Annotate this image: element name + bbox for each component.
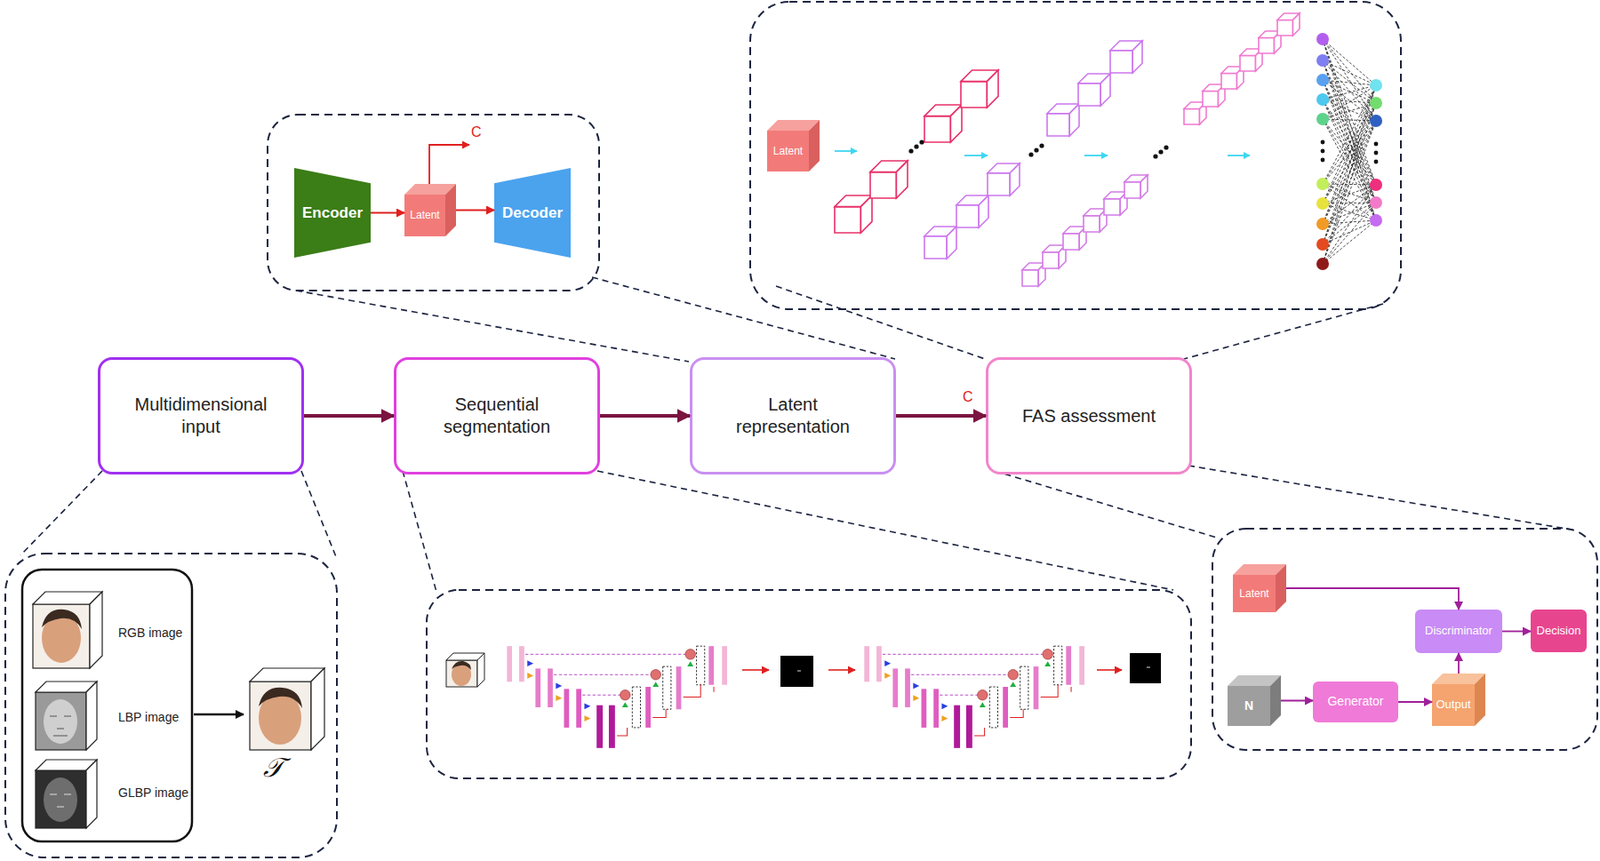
- network-links: [1322, 39, 1376, 264]
- connector: [1398, 701, 1432, 704]
- node-text: Decoder: [502, 203, 563, 223]
- callout-frame: [1212, 528, 1598, 751]
- cube-chain: [834, 70, 999, 233]
- glbp-image: [35, 760, 97, 829]
- node-text: Output: [1435, 697, 1471, 712]
- callout-frame: [5, 1, 1598, 858]
- connector: [1286, 588, 1459, 610]
- edge-label: C: [962, 389, 974, 406]
- rgb-image: [32, 592, 103, 669]
- connector: [1280, 700, 1313, 703]
- encoder-block: Encoder: [294, 168, 371, 258]
- tensor-cube: [249, 668, 325, 751]
- fusion-arrow: [193, 713, 244, 717]
- cube-chain: [1022, 175, 1148, 287]
- flow-arrow: [834, 151, 1250, 156]
- node-text: Decision: [1536, 624, 1582, 639]
- connector: [456, 209, 495, 212]
- node-text: Generator: [1327, 694, 1384, 711]
- unet-model: [506, 646, 728, 749]
- node-text: Discriminator: [1424, 624, 1493, 639]
- node-text: Latent: [1239, 587, 1269, 601]
- tensor-symbol: 𝒯: [263, 752, 284, 784]
- image-label: LBP image: [118, 710, 179, 725]
- decoder-block: Decoder: [494, 168, 571, 258]
- node-text: Latent: [409, 208, 440, 223]
- output-arrow: [429, 144, 470, 184]
- cube-chain: [924, 40, 1143, 259]
- decision-block: Decision: [1530, 609, 1587, 653]
- lbp-image: [35, 681, 97, 751]
- connector: [600, 414, 690, 418]
- latent-cube: Latent: [767, 120, 820, 172]
- process-box: Latent representation: [689, 357, 896, 475]
- node-text: Latent representation: [717, 393, 869, 439]
- connector: [304, 414, 394, 418]
- image-label: GLBP image: [118, 785, 189, 800]
- node-text: FAS assessment: [1022, 405, 1156, 428]
- ellipsis-dots: [908, 139, 1378, 164]
- network-neuron: [1316, 32, 1383, 271]
- process-box: Sequential segmentation: [393, 357, 600, 475]
- latent-cube: Latent: [404, 184, 456, 237]
- connector: [896, 414, 986, 418]
- callout-frame: [267, 114, 600, 291]
- connector: [1457, 653, 1460, 674]
- discriminator-block: Discriminator: [1415, 609, 1503, 654]
- callout-frame: [750, 1, 1401, 310]
- node-text: Sequential segmentation: [421, 393, 573, 439]
- node-text: Encoder: [302, 203, 363, 223]
- callout-frame: [426, 590, 1192, 779]
- process-box: FAS assessment: [985, 357, 1192, 475]
- noise-cube: N: [1227, 675, 1281, 727]
- flow-arrow: [742, 669, 1122, 672]
- latent-cube: Latent: [1232, 564, 1287, 613]
- image-label: RGB image: [118, 625, 183, 640]
- node-text: Latent: [773, 144, 803, 159]
- generator-block: Generator: [1312, 681, 1399, 723]
- input-group-frame: [22, 569, 192, 842]
- unet-model: [864, 646, 1085, 749]
- output-cube: Output: [1432, 673, 1486, 727]
- connector: [1502, 631, 1531, 633]
- leader-line: [20, 277, 1577, 592]
- output-label: C: [471, 124, 482, 141]
- node-text: Multidimensional input: [125, 393, 277, 439]
- cube-chain: [1184, 13, 1300, 125]
- node-text: N: [1244, 698, 1254, 715]
- input-face: [446, 653, 485, 688]
- process-box: Multidimensional input: [97, 357, 304, 475]
- callout-frame: [5, 553, 337, 858]
- node-shape: [1227, 675, 1281, 727]
- segmentation-mask: [780, 653, 1161, 688]
- connector: [370, 212, 405, 215]
